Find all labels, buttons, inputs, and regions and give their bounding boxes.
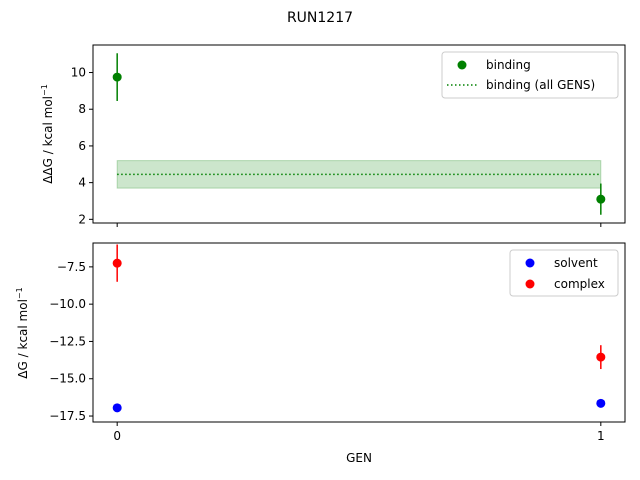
legend-label-binding-all-gens: binding (all GENS) <box>486 78 595 92</box>
legend-label-solvent: solvent <box>554 256 598 270</box>
data-point-complex <box>596 352 606 362</box>
top-y-tick-label: 10 <box>71 66 86 80</box>
top-y-axis-label: ΔΔG / kcal mol−1 <box>40 84 55 184</box>
bottom-y-tick-label: −15.0 <box>49 372 86 386</box>
top-y-axis-label-sup: −1 <box>40 84 49 96</box>
bottom-y-axis-label: ΔG / kcal mol−1 <box>15 287 30 378</box>
top-plot-frame <box>92 44 626 224</box>
point-layer <box>112 72 606 204</box>
figure-title: RUN1217 <box>287 10 353 26</box>
bottom-legend: solvent complex <box>509 249 619 297</box>
data-point-complex <box>112 258 122 268</box>
top-y-tick-label: 6 <box>78 139 86 153</box>
top-y-tick-label: 2 <box>78 212 86 226</box>
bottom-y-axis-label-sup: −1 <box>15 287 24 299</box>
bottom-y-tick-label: −7.5 <box>57 260 86 274</box>
top-legend: binding binding (all GENS) <box>441 51 619 99</box>
top-y-axis-label-main: ΔΔG / kcal mol <box>41 96 55 184</box>
data-point-solvent <box>596 398 606 408</box>
bottom-y-tick-label: −17.5 <box>49 409 86 423</box>
top-panel: 2 4 6 8 10 ΔΔG / kcal mol−1 binding binding … <box>40 44 626 227</box>
bottom-legend-box <box>509 249 619 297</box>
bottom-y-tick-label: −10.0 <box>49 297 86 311</box>
legend-label-binding: binding <box>486 58 531 72</box>
bottom-plot-frame <box>92 242 626 423</box>
y-tick-layer: 2 4 6 8 10 <box>71 66 93 226</box>
legend-marker-complex <box>525 279 535 289</box>
bottom-y-axis-label-main: ΔG / kcal mol <box>16 299 30 379</box>
top-y-tick-label: 4 <box>78 176 86 190</box>
point-layer <box>112 258 606 413</box>
x-tick-layer <box>116 223 602 227</box>
data-point-binding <box>112 72 122 82</box>
data-point-solvent <box>112 403 122 413</box>
legend-label-complex: complex <box>554 277 605 291</box>
top-y-tick-label: 8 <box>78 102 86 116</box>
data-point-binding <box>596 194 606 204</box>
x-axis-label: GEN <box>346 451 372 465</box>
x-tick-label: 0 <box>113 429 121 443</box>
x-tick-label: 1 <box>597 429 605 443</box>
top-legend-box <box>441 51 619 99</box>
legend-marker-solvent <box>525 258 535 268</box>
legend-marker-binding <box>457 60 467 70</box>
y-tick-layer: −7.5 −10.0 −12.5 −15.0 −17.5 <box>49 260 93 423</box>
bottom-y-tick-label: −12.5 <box>49 334 86 348</box>
